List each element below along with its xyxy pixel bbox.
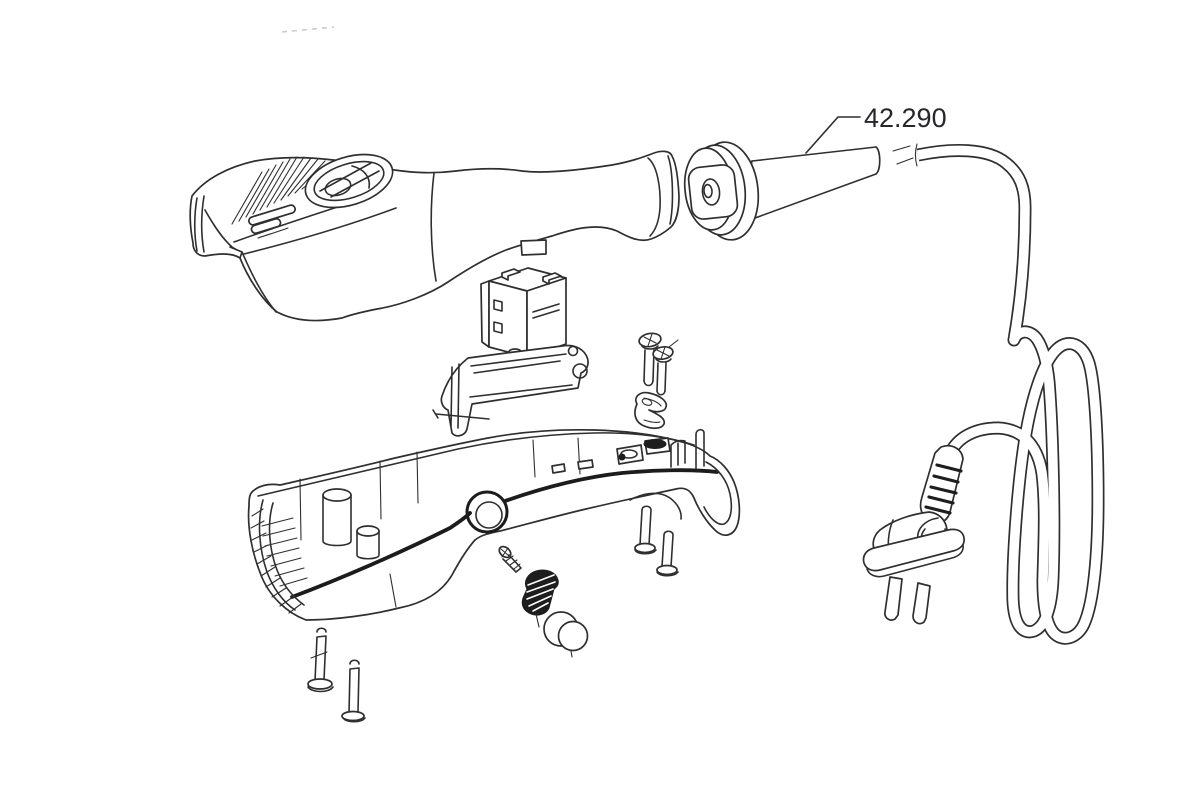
screw-icon bbox=[307, 627, 334, 693]
power-plug bbox=[862, 511, 965, 625]
plug-prong bbox=[884, 576, 903, 621]
power-cord bbox=[892, 143, 1105, 645]
terminal-cluster bbox=[616, 428, 705, 469]
plug-prong bbox=[912, 582, 931, 625]
callout-label: 42.290 bbox=[864, 103, 947, 133]
screw-icon bbox=[656, 530, 679, 577]
upper-screws bbox=[638, 332, 679, 396]
housing-tab bbox=[520, 239, 547, 256]
callout-leader-line bbox=[805, 116, 861, 154]
switch-carriage bbox=[432, 344, 589, 437]
switch-opening bbox=[304, 153, 394, 209]
pivot-pin bbox=[498, 545, 522, 573]
grip-ribs bbox=[231, 156, 339, 239]
mid-screws bbox=[634, 505, 679, 577]
callout: 42.290 bbox=[805, 103, 947, 154]
lower-housing bbox=[247, 428, 741, 621]
screw-icon bbox=[634, 505, 657, 555]
plug-face-plate bbox=[862, 528, 965, 572]
carriage-hole bbox=[572, 363, 588, 379]
print-artifact bbox=[281, 26, 335, 33]
cord-break-marks bbox=[892, 145, 914, 165]
spring bbox=[521, 569, 559, 628]
long-screws bbox=[307, 627, 366, 723]
pivot-ring bbox=[465, 490, 509, 534]
cord-bushing bbox=[683, 141, 881, 241]
switch-slot bbox=[532, 303, 560, 319]
upper-housing bbox=[189, 150, 680, 322]
guide-bosses bbox=[322, 488, 380, 560]
screw-icon bbox=[341, 659, 366, 723]
carriage-pin bbox=[432, 409, 490, 420]
switch-block bbox=[480, 267, 567, 363]
end-cap bbox=[543, 611, 589, 658]
cord-cut-end bbox=[914, 143, 918, 167]
switch-knob bbox=[324, 177, 352, 197]
cord-clip bbox=[634, 391, 668, 430]
screw-icon bbox=[652, 339, 679, 396]
cord-sleeve bbox=[751, 146, 877, 219]
screw-icon bbox=[638, 332, 662, 387]
